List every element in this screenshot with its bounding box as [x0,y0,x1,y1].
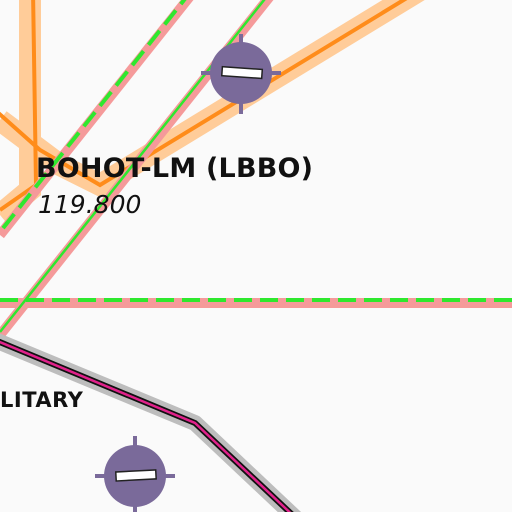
area-name-label: LITARY [0,388,84,412]
locator-beacon-icon[interactable] [201,34,281,114]
restricted-boundary [0,333,302,512]
navaid-frequency-label: 119.800 [38,190,142,219]
navaid-name-label: BOHOT-LM (LBBO) [36,153,314,184]
airway-green-dash [0,0,512,302]
locator-beacon-icon[interactable] [95,436,175,512]
